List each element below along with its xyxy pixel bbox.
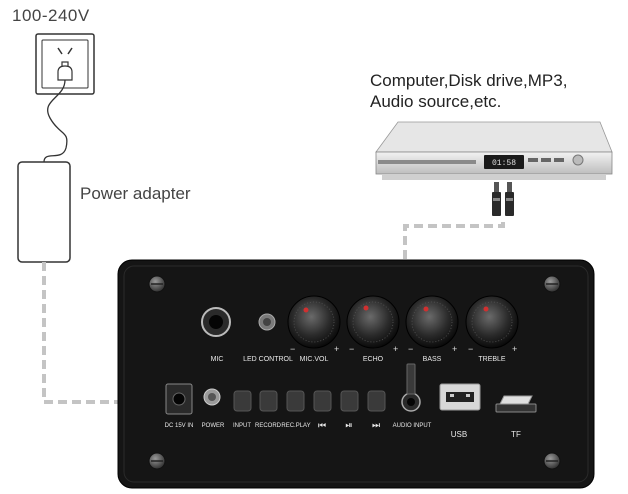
svg-text:+: + <box>512 344 517 354</box>
audio-input-label: AUDIO INPUT <box>393 423 432 429</box>
svg-text:−: − <box>290 344 295 354</box>
echo-label: ECHO <box>363 356 384 363</box>
rca-plugs-icon <box>492 182 514 216</box>
mic-vol-knob[interactable] <box>287 295 341 349</box>
led-control-knob[interactable] <box>258 313 276 331</box>
record-button[interactable] <box>259 390 278 412</box>
svg-text:+: + <box>334 344 339 354</box>
tf-slot-icon[interactable] <box>495 395 537 413</box>
next-icon: ⏭ <box>372 420 380 430</box>
power-adapter-icon <box>17 161 71 263</box>
input-label: INPUT <box>233 423 251 429</box>
usb-port-icon[interactable] <box>439 383 481 411</box>
svg-text:−: − <box>408 344 413 354</box>
svg-text:−: − <box>349 344 354 354</box>
tf-label: TF <box>511 430 521 439</box>
treble-knob[interactable] <box>465 295 519 349</box>
prev-icon: ⏮ <box>318 420 326 430</box>
power-adapter-label: Power adapter <box>80 184 191 203</box>
bass-label: BASS <box>423 356 442 363</box>
audio-source-caption: Computer,Disk drive,MP3, Audio source,et… <box>370 70 567 112</box>
mic-label: MIC <box>211 356 224 363</box>
knob-range-marks: −+ −+ −+ −+ <box>290 344 517 354</box>
voltage-label: 100-240V <box>12 6 90 25</box>
bass-knob[interactable] <box>405 295 459 349</box>
echo-knob[interactable] <box>346 295 400 349</box>
power-label: POWER <box>202 423 225 429</box>
media-player-icon: 01:58 <box>375 121 613 180</box>
player-display: 01:58 <box>492 159 516 168</box>
dc-in-label: DC 15V IN <box>165 423 194 429</box>
led-control-label: LED CONTROL <box>243 356 293 363</box>
play-pause-icon: ⏯ <box>345 420 352 430</box>
usb-label: USB <box>451 430 467 439</box>
panel-screws <box>148 275 561 470</box>
audio-input-jack-icon[interactable] <box>401 363 421 412</box>
input-button[interactable] <box>233 390 252 412</box>
wall-socket-icon <box>35 33 95 95</box>
dc-in-jack-icon[interactable] <box>165 383 193 415</box>
svg-text:−: − <box>468 344 473 354</box>
audio-source-caption-line1: Computer,Disk drive,MP3, <box>370 71 568 90</box>
amplifier-panel <box>117 259 595 489</box>
rec-play-button[interactable] <box>286 390 305 412</box>
rec-play-label: REC.PLAY <box>281 423 310 429</box>
play-pause-button[interactable] <box>340 390 359 412</box>
prev-button[interactable] <box>313 390 332 412</box>
mic-jack-icon[interactable] <box>201 307 231 337</box>
power-button[interactable] <box>203 388 221 406</box>
svg-text:+: + <box>393 344 398 354</box>
power-cord <box>43 79 68 163</box>
audio-source-caption-line2: Audio source,etc. <box>370 92 502 111</box>
svg-text:+: + <box>452 344 457 354</box>
treble-label: TREBLE <box>478 356 506 363</box>
record-label: RECORD <box>255 423 282 429</box>
mic-vol-label: MIC.VOL <box>300 356 329 363</box>
next-button[interactable] <box>367 390 386 412</box>
audio-cable <box>403 222 505 374</box>
